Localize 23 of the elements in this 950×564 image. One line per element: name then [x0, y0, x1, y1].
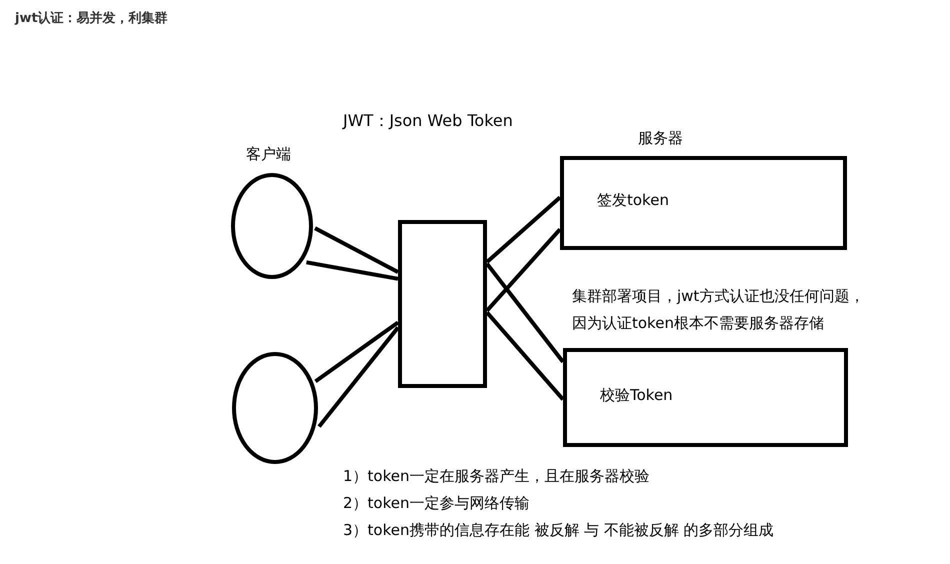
connector-line: [306, 260, 398, 281]
client-circle: [231, 173, 313, 279]
connector-line: [318, 326, 400, 428]
connector-line: [485, 262, 565, 364]
connector-line: [314, 320, 400, 383]
connector-line: [314, 226, 399, 274]
page-heading: jwt认证：易并发，利集群: [15, 10, 168, 27]
note-text: 2）token一定参与网络传输: [343, 494, 530, 513]
box-label: 校验Token: [600, 386, 673, 404]
node-caption: 服务器: [638, 129, 683, 148]
server-box: [563, 348, 848, 447]
note-text: 3）token携带的信息存在能 被反解 与 不能被反解 的多部分组成: [343, 521, 774, 540]
client-circle: [232, 352, 318, 464]
server-box: [398, 220, 487, 388]
server-box: [560, 156, 847, 250]
note-text: 1）token一定在服务器产生，且在服务器校验: [343, 467, 650, 486]
connector-line: [486, 196, 562, 264]
connector-line: [486, 228, 562, 312]
diagram-heading: JWT：Json Web Token: [343, 111, 513, 132]
note-text: 集群部署项目，jwt方式认证也没任何问题，因为认证token根本不需要服务器存储: [572, 286, 866, 334]
connector-line: [486, 311, 564, 401]
box-label: 签发token: [597, 191, 669, 210]
node-caption: 客户端: [246, 145, 291, 164]
